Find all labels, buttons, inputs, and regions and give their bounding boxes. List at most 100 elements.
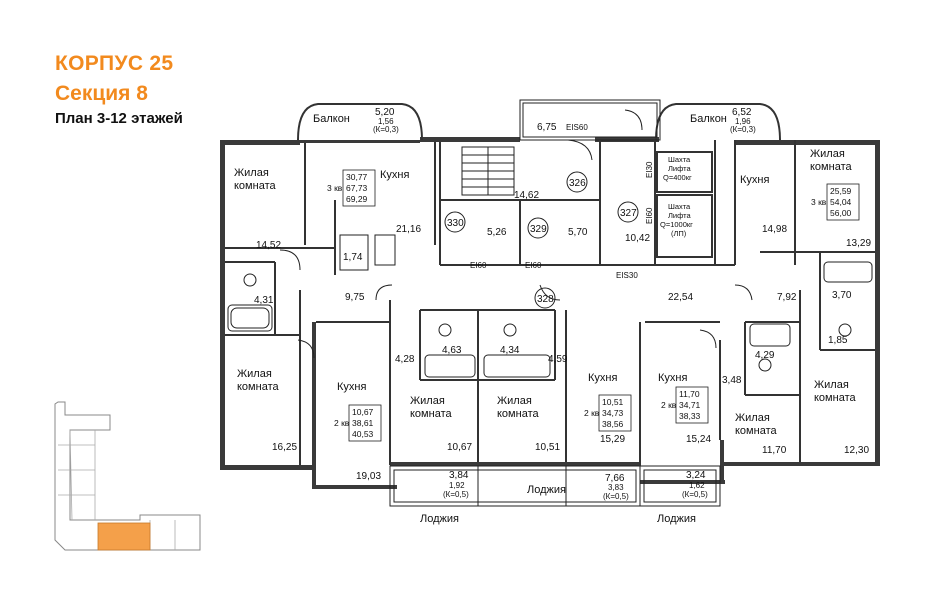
apartment-area: 56,00 xyxy=(830,208,852,218)
apartment-rooms: 2 кв xyxy=(334,418,350,428)
lift-label: Шахта xyxy=(668,155,691,164)
area-value: 14,62 xyxy=(514,190,539,201)
balcony-left-label: Балкон xyxy=(313,113,350,125)
apartment-area: 67,73 xyxy=(346,183,368,193)
lift-label: Лифта xyxy=(668,211,691,220)
area-value: 1,62 xyxy=(689,481,705,490)
room-label: комната xyxy=(735,425,777,437)
area-values: 5,20 1,56 (К=0,3) 6,75 6,52 1,96 (К=0,3)… xyxy=(254,107,871,501)
room-label: Жилая xyxy=(810,148,845,160)
room-label: комната xyxy=(410,408,452,420)
current-section-highlight xyxy=(97,522,151,551)
apartment-area: 10,51 xyxy=(602,397,624,407)
interior-walls xyxy=(225,140,875,466)
area-value: 4,31 xyxy=(254,295,274,306)
plan-title: План 3-12 этажей xyxy=(55,110,183,127)
area-value: 4,28 xyxy=(395,354,415,365)
loggias xyxy=(389,465,721,507)
room-label: Кухня xyxy=(740,174,769,186)
fire-code: EIS30 xyxy=(616,271,638,280)
apartment-area: 40,53 xyxy=(352,429,374,439)
area-value: 1,56 xyxy=(378,117,394,126)
area-value: 4,59 xyxy=(548,354,568,365)
area-value: 9,75 xyxy=(345,292,365,303)
apartment-area: 10,67 xyxy=(352,407,374,417)
area-value: 21,16 xyxy=(396,224,421,235)
apartment-rooms: 3 кв xyxy=(811,197,827,207)
area-value: 7,92 xyxy=(777,292,797,303)
room-label: комната xyxy=(234,180,276,192)
room-label: комната xyxy=(810,161,852,173)
area-value: 6,75 xyxy=(537,122,557,133)
apartment-area: 34,73 xyxy=(602,408,624,418)
area-value: 1,96 xyxy=(735,117,751,126)
staircase xyxy=(461,146,515,196)
room-number: 326 xyxy=(569,178,586,189)
apartment-area: 25,59 xyxy=(830,186,852,196)
area-value: (К=0,5) xyxy=(603,492,629,501)
area-value: 11,70 xyxy=(762,445,787,456)
bathroom-fixtures xyxy=(227,234,873,378)
area-value: 16,25 xyxy=(272,442,297,453)
lift-labels: Шахта Лифта Q=400кг Шахта Лифта Q=1000кг… xyxy=(660,155,693,238)
fire-code: EI60 xyxy=(470,261,487,270)
apartment-rooms: 3 кв xyxy=(327,183,343,193)
area-value: (К=0,5) xyxy=(682,490,708,499)
area-value: 6,52 xyxy=(732,107,752,118)
area-value: 10,51 xyxy=(535,442,560,453)
room-label: Жилая xyxy=(814,379,849,391)
apartment-rooms: 2 кв xyxy=(661,400,677,410)
area-value: 4,29 xyxy=(755,350,775,361)
area-value: 15,29 xyxy=(600,434,625,445)
area-value: 4,63 xyxy=(442,345,462,356)
lift-label: Q=400кг xyxy=(663,173,692,182)
apartment-area: 30,77 xyxy=(346,172,368,182)
fire-codes: EI60 EI60 EIS60 EIS30 EI30 EI60 326 327 … xyxy=(444,123,654,309)
area-value: 10,67 xyxy=(447,442,472,453)
area-value: 22,54 xyxy=(668,292,693,303)
area-value: 5,20 xyxy=(375,107,395,118)
area-value: 3,70 xyxy=(832,290,852,301)
lift-label: (ЛП) xyxy=(671,229,687,238)
room-label: Кухня xyxy=(588,372,617,384)
area-value: 3,24 xyxy=(686,470,706,481)
building-minimap xyxy=(54,401,201,551)
balconies xyxy=(297,99,781,141)
area-value: 12,30 xyxy=(844,445,869,456)
room-label: Жилая xyxy=(497,395,532,407)
room-number: 328 xyxy=(537,294,554,305)
room-label: Кухня xyxy=(658,372,687,384)
area-value: (К=0,3) xyxy=(373,125,399,134)
room-label: комната xyxy=(814,392,856,404)
fire-code: EIS60 xyxy=(566,123,588,132)
room-label: Жилая xyxy=(234,167,269,179)
area-value: (К=0,3) xyxy=(730,125,756,134)
area-value: 7,66 xyxy=(605,473,625,484)
apartment-area: 54,04 xyxy=(830,197,852,207)
area-value: 5,26 xyxy=(487,227,507,238)
room-number: 329 xyxy=(530,224,547,235)
apartment-area: 38,61 xyxy=(352,418,374,428)
area-value: 3,83 xyxy=(608,483,624,492)
area-value: 14,98 xyxy=(762,224,787,235)
lift-shafts xyxy=(656,151,713,258)
area-value: 5,70 xyxy=(568,227,588,238)
balcony-right-label: Балкон xyxy=(690,113,727,125)
room-label: комната xyxy=(497,408,539,420)
room-number: 327 xyxy=(620,208,637,219)
apartment-area: 11,70 xyxy=(679,389,700,399)
exterior-walls xyxy=(220,137,880,489)
apartment-rooms: 2 кв xyxy=(584,408,600,418)
fire-code: EI60 xyxy=(525,261,542,270)
apartment-area: 69,29 xyxy=(346,194,368,204)
apartment-area: 34,71 xyxy=(679,400,701,410)
area-value: 15,24 xyxy=(686,434,711,445)
apartment-area: 38,56 xyxy=(602,419,624,429)
area-value: 14,52 xyxy=(256,240,281,251)
section-title: Секция 8 xyxy=(55,82,148,105)
area-value: 10,42 xyxy=(625,233,650,244)
room-label: Жилая xyxy=(735,412,770,424)
area-value: 19,03 xyxy=(356,471,381,482)
room-label: комната xyxy=(237,381,279,393)
